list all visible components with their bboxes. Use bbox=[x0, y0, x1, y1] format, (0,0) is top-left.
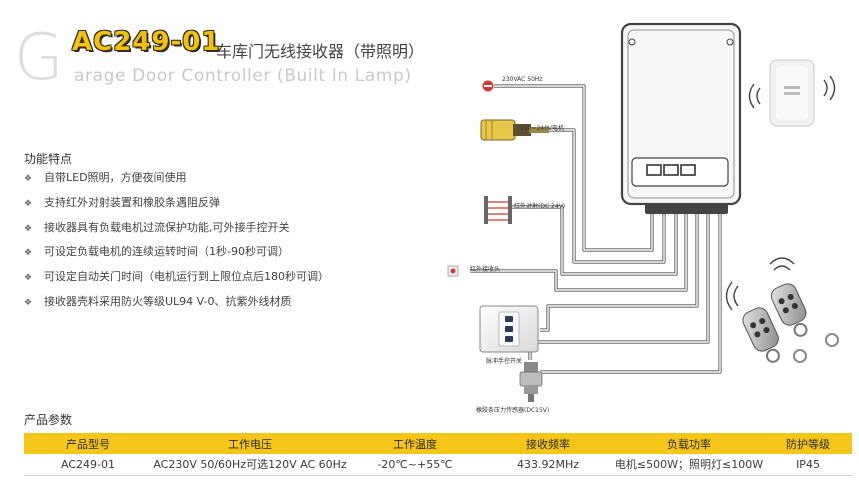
title-initial-letter: G bbox=[14, 21, 64, 95]
model-number: AC249-01 bbox=[72, 27, 221, 57]
screw-icon bbox=[726, 38, 734, 46]
wires bbox=[470, 84, 722, 374]
header-model: 产品型号 bbox=[24, 433, 152, 454]
screw-icon bbox=[628, 38, 636, 46]
cell-temperature: -20℃~+55℃ bbox=[348, 454, 482, 476]
feature-item: ❖ 接收器壳料采用防火等级UL94 V-0、抗紫外线材质 bbox=[24, 295, 329, 320]
controller-housing bbox=[620, 22, 742, 214]
feature-item: ❖ 可设定自动关门时间（电机运行到上限位点后180秒可调） bbox=[24, 270, 329, 295]
feature-text: 接收器壳料采用防火等级UL94 V-0、抗紫外线材质 bbox=[44, 294, 292, 308]
header-voltage: 工作电压 bbox=[152, 433, 348, 454]
feature-item: ❖ 可设定负载电机的连续运转时间（1秒-90秒可调） bbox=[24, 245, 329, 270]
feature-item: ❖ 支持红外对射装置和橡胶条遇阻反弹 bbox=[24, 196, 329, 221]
terminal-connectors bbox=[645, 204, 728, 214]
feature-text: 可设定自动关门时间（电机运行到上限位点后180秒可调） bbox=[44, 270, 329, 284]
header-protection: 防护等级 bbox=[764, 433, 852, 454]
features-list: ❖ 自带LED照明，方便夜间使用 ❖ 支持红外对射装置和橡胶条遇阻反弹 ❖ 接收器具有… bbox=[24, 171, 329, 320]
product-title-en: arage Door Controller (Built In Lamp) bbox=[74, 66, 412, 86]
photocell-icon bbox=[484, 196, 512, 224]
features-heading: 功能特点 bbox=[24, 152, 73, 166]
feature-text: 可设定负载电机的连续运转时间（1秒-90秒可调） bbox=[44, 245, 289, 259]
label-wall-switch: 脉冲手控开关 bbox=[486, 358, 523, 365]
params-table: 产品型号 工作电压 工作温度 接收频率 负载功率 防护等级 AC249-01 A… bbox=[24, 433, 852, 476]
cell-model: AC249-01 bbox=[24, 454, 152, 476]
feature-item: ❖ 自带LED照明，方便夜间使用 bbox=[24, 171, 329, 196]
feature-text: 支持红外对射装置和橡胶条遇阻反弹 bbox=[44, 195, 220, 209]
header-temperature: 工作温度 bbox=[348, 433, 482, 454]
wire-pressure-2 bbox=[540, 212, 722, 374]
product-title-cn: 车库门无线接收器（带照明） bbox=[216, 42, 425, 61]
indicator-block bbox=[646, 164, 662, 176]
wall-switch-icon bbox=[479, 305, 539, 353]
indicator-block bbox=[680, 164, 696, 176]
cell-frequency: 433.92MHz bbox=[482, 454, 614, 476]
label-power: 230VAC 50Hz bbox=[502, 76, 543, 83]
power-plug-icon bbox=[482, 80, 494, 92]
label-photocell: 红外对射(DC 24V) bbox=[514, 203, 566, 210]
table-row: AC249-01 AC230V 50/60Hz可选120V AC 60Hz -2… bbox=[24, 454, 852, 476]
bullet-icon: ❖ bbox=[24, 198, 33, 209]
cell-load-power: 电机≤500W；照明灯≤100W bbox=[614, 454, 764, 476]
bullet-icon: ❖ bbox=[24, 297, 33, 308]
table-header-row: 产品型号 工作电压 工作温度 接收频率 负载功率 防护等级 bbox=[24, 433, 852, 454]
label-ir-head: 红外接收头 bbox=[470, 266, 501, 273]
wall-receiver-icon bbox=[748, 59, 836, 127]
feature-text: 自带LED照明，方便夜间使用 bbox=[44, 171, 187, 184]
pressure-sensor-icon bbox=[519, 362, 543, 402]
label-motor: 100~240V电机 bbox=[520, 125, 565, 132]
header-frequency: 接收频率 bbox=[482, 433, 614, 454]
bullet-icon: ❖ bbox=[24, 174, 33, 184]
bullet-icon: ❖ bbox=[24, 273, 33, 284]
motor-icon bbox=[480, 119, 549, 141]
indicator-block bbox=[663, 164, 679, 176]
remote-control-icon bbox=[725, 257, 839, 363]
cell-protection: IP45 bbox=[764, 454, 852, 476]
bullet-icon: ❖ bbox=[24, 223, 33, 234]
cell-voltage: AC230V 50/60Hz可选120V AC 60Hz bbox=[152, 454, 348, 476]
feature-item: ❖ 接收器具有负载电机过流保护功能,可外接手控开关 bbox=[24, 221, 329, 246]
header-load-power: 负载功率 bbox=[614, 433, 764, 454]
label-pressure-sensor: 橡胶条压力传感器(DC15V) bbox=[476, 407, 550, 414]
bullet-icon: ❖ bbox=[24, 248, 33, 259]
feature-text: 接收器具有负载电机过流保护功能,可外接手控开关 bbox=[44, 220, 290, 234]
ir-receiver-icon bbox=[447, 265, 459, 277]
params-heading: 产品参数 bbox=[24, 413, 73, 427]
